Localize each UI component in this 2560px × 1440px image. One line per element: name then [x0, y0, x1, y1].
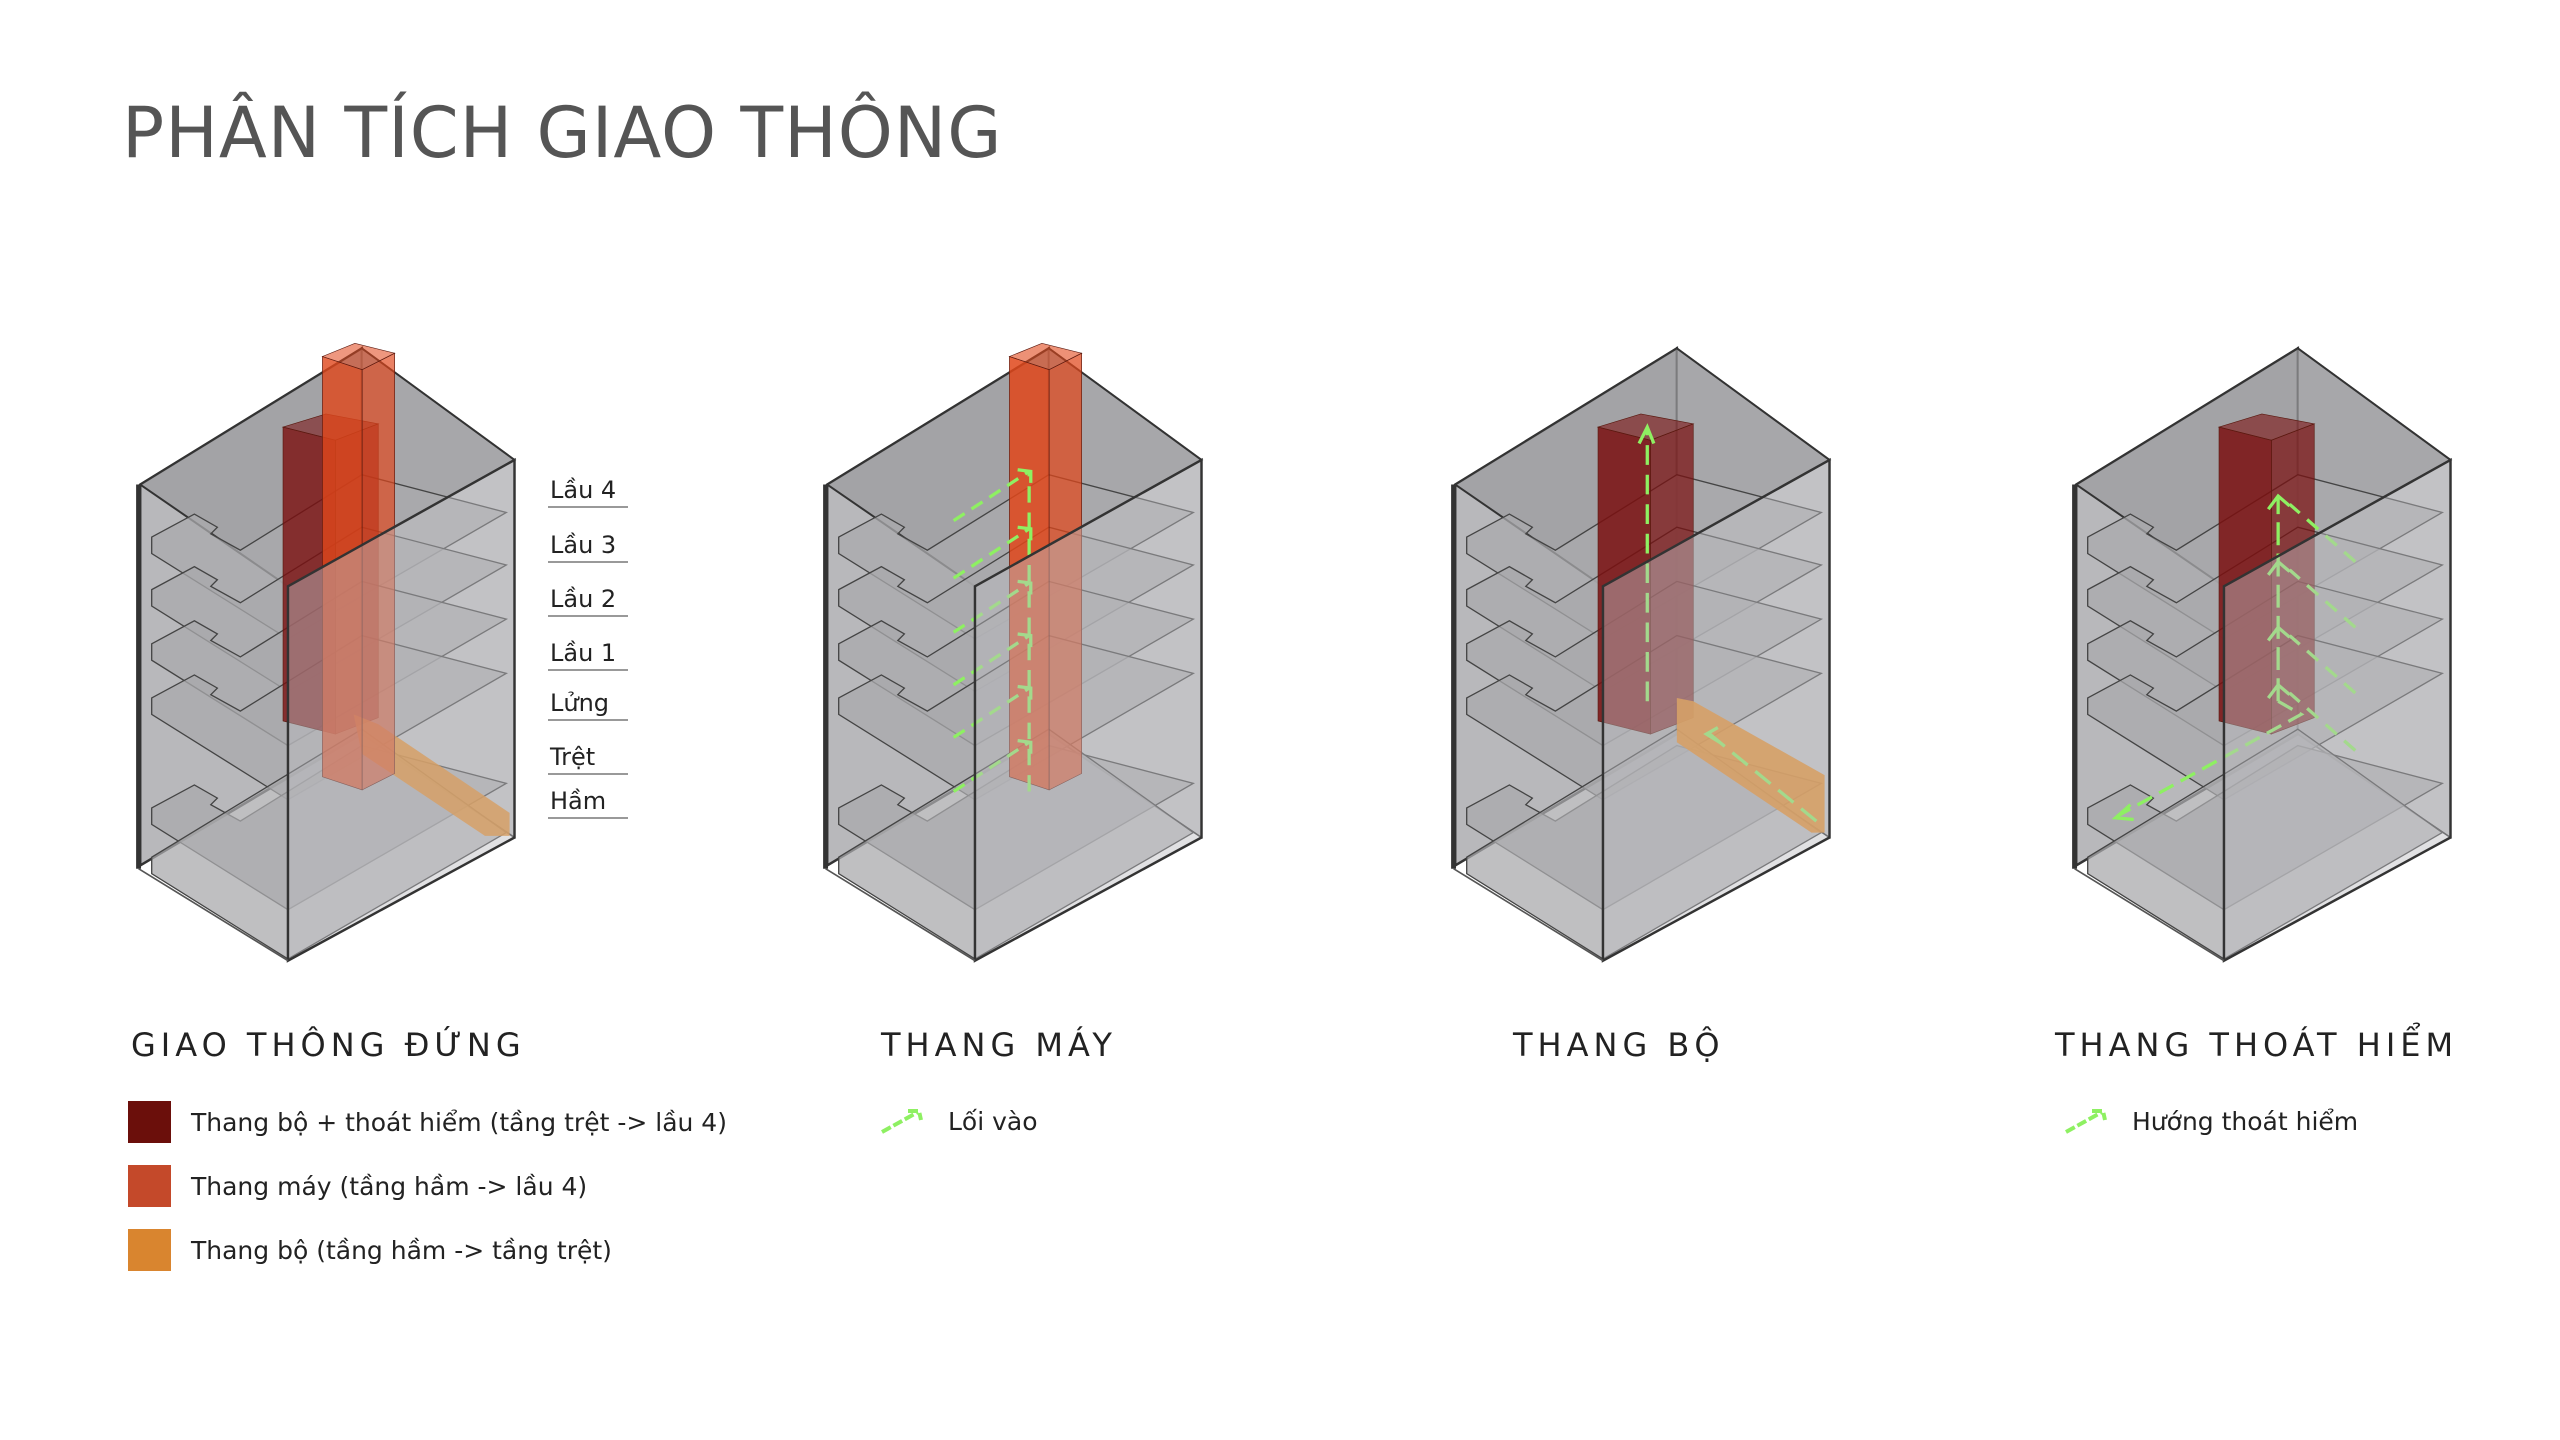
- green-arrow-icon: [881, 1109, 923, 1134]
- arrowhead-icon: [2266, 682, 2291, 699]
- legend-item-elevator: Thang máy (tầng hầm -> lầu 4): [128, 1165, 587, 1207]
- heading-vertical-circulation: GIAO THÔNG ĐỨNG: [131, 1026, 526, 1064]
- arrowhead-icon: [1017, 684, 1033, 700]
- arrowhead-icon: [1017, 525, 1033, 541]
- base-edge: [138, 868, 289, 962]
- building-elevator: [823, 343, 1204, 963]
- arrowhead-icon: [1017, 579, 1033, 595]
- front-wall: [2222, 457, 2452, 963]
- legend-label: Thang bộ (tầng hầm -> tầng trệt): [191, 1235, 612, 1265]
- stair-down-arrow: [1708, 732, 1818, 823]
- building-stairs: [1451, 346, 1832, 963]
- entrance-arrow: [952, 470, 1031, 523]
- legend-entrance: Lối vào: [878, 1106, 1038, 1136]
- legend-swatch: [128, 1101, 171, 1143]
- arrowhead-icon: [2266, 559, 2291, 576]
- legend-escape-direction: Hướng thoát hiểm: [2062, 1106, 2358, 1136]
- floor-label-tret: Trệt: [548, 743, 628, 775]
- arrowhead-icon: [2266, 624, 2291, 642]
- building-vertical-circulation: [136, 343, 517, 963]
- floor-label-lau-1: Lầu 1: [548, 639, 628, 671]
- entrance-arrow: [952, 527, 1031, 580]
- legend-swatch: [128, 1165, 171, 1207]
- floor-slab: [2087, 728, 2444, 960]
- arrowhead-icon: [2266, 493, 2291, 511]
- floor-label-ham: Hầm: [548, 787, 628, 819]
- front-wall: [286, 457, 516, 963]
- legend-item-basement-stair: Thang bộ (tầng hầm -> tầng trệt): [128, 1229, 612, 1271]
- arrowhead-icon: [1017, 739, 1033, 754]
- elevator-shaft-top: [1008, 343, 1083, 370]
- legend-label: Lối vào: [948, 1106, 1038, 1136]
- escape-arrow: [2288, 568, 2357, 629]
- elevator-shaft-top: [321, 343, 396, 370]
- arrowhead-icon: [1637, 423, 1656, 445]
- base-edge: [1453, 868, 1604, 962]
- floor-label-lau-2: Lầu 2: [548, 585, 628, 617]
- legend-label: Thang máy (tầng hầm -> lầu 4): [191, 1171, 588, 1201]
- floor-label-lau-4: Lầu 4: [548, 476, 628, 508]
- entrance-arrow: [952, 686, 1031, 739]
- escape-arrow: [2288, 634, 2357, 695]
- base-edge: [825, 868, 976, 962]
- escape-path-exit: [2116, 699, 2305, 818]
- base-edge: [2074, 868, 2225, 962]
- arrowhead-icon: [1017, 632, 1033, 648]
- building-emergency-stairs: [2072, 346, 2453, 963]
- front-wall: [973, 457, 1203, 963]
- heading-emergency-stairs: THANG THOÁT HIỂM: [2055, 1026, 2459, 1064]
- heading-elevator: THANG MÁY: [881, 1026, 1117, 1064]
- entrance-arrow: [952, 581, 1031, 634]
- heading-stairs: THANG BỘ: [1513, 1026, 1725, 1064]
- floor-slab: [1466, 728, 1823, 960]
- entrance-arrow: [952, 634, 1031, 687]
- escape-arrow: [2288, 691, 2357, 752]
- legend-label: Hướng thoát hiểm: [2132, 1106, 2359, 1136]
- page-title: PHÂN TÍCH GIAO THÔNG: [122, 92, 1003, 174]
- legend-swatch: [128, 1229, 171, 1271]
- floor-label-lau-3: Lầu 3: [548, 531, 628, 563]
- floor-label-lung: Lửng: [548, 689, 628, 721]
- arrowhead-icon: [1017, 468, 1033, 483]
- stair-core-top: [2217, 413, 2316, 441]
- front-wall: [1601, 457, 1831, 963]
- legend-label: Thang bộ + thoát hiểm (tầng trệt -> lầu …: [191, 1107, 727, 1137]
- escape-arrow: [2288, 503, 2357, 563]
- legend-item-stair-core: Thang bộ + thoát hiểm (tầng trệt -> lầu …: [128, 1101, 727, 1143]
- arrowhead-icon: [1703, 726, 1721, 744]
- green-arrow-icon: [2065, 1109, 2107, 1134]
- entrance-arrow: [952, 740, 1031, 793]
- arrowhead-icon: [2111, 803, 2134, 822]
